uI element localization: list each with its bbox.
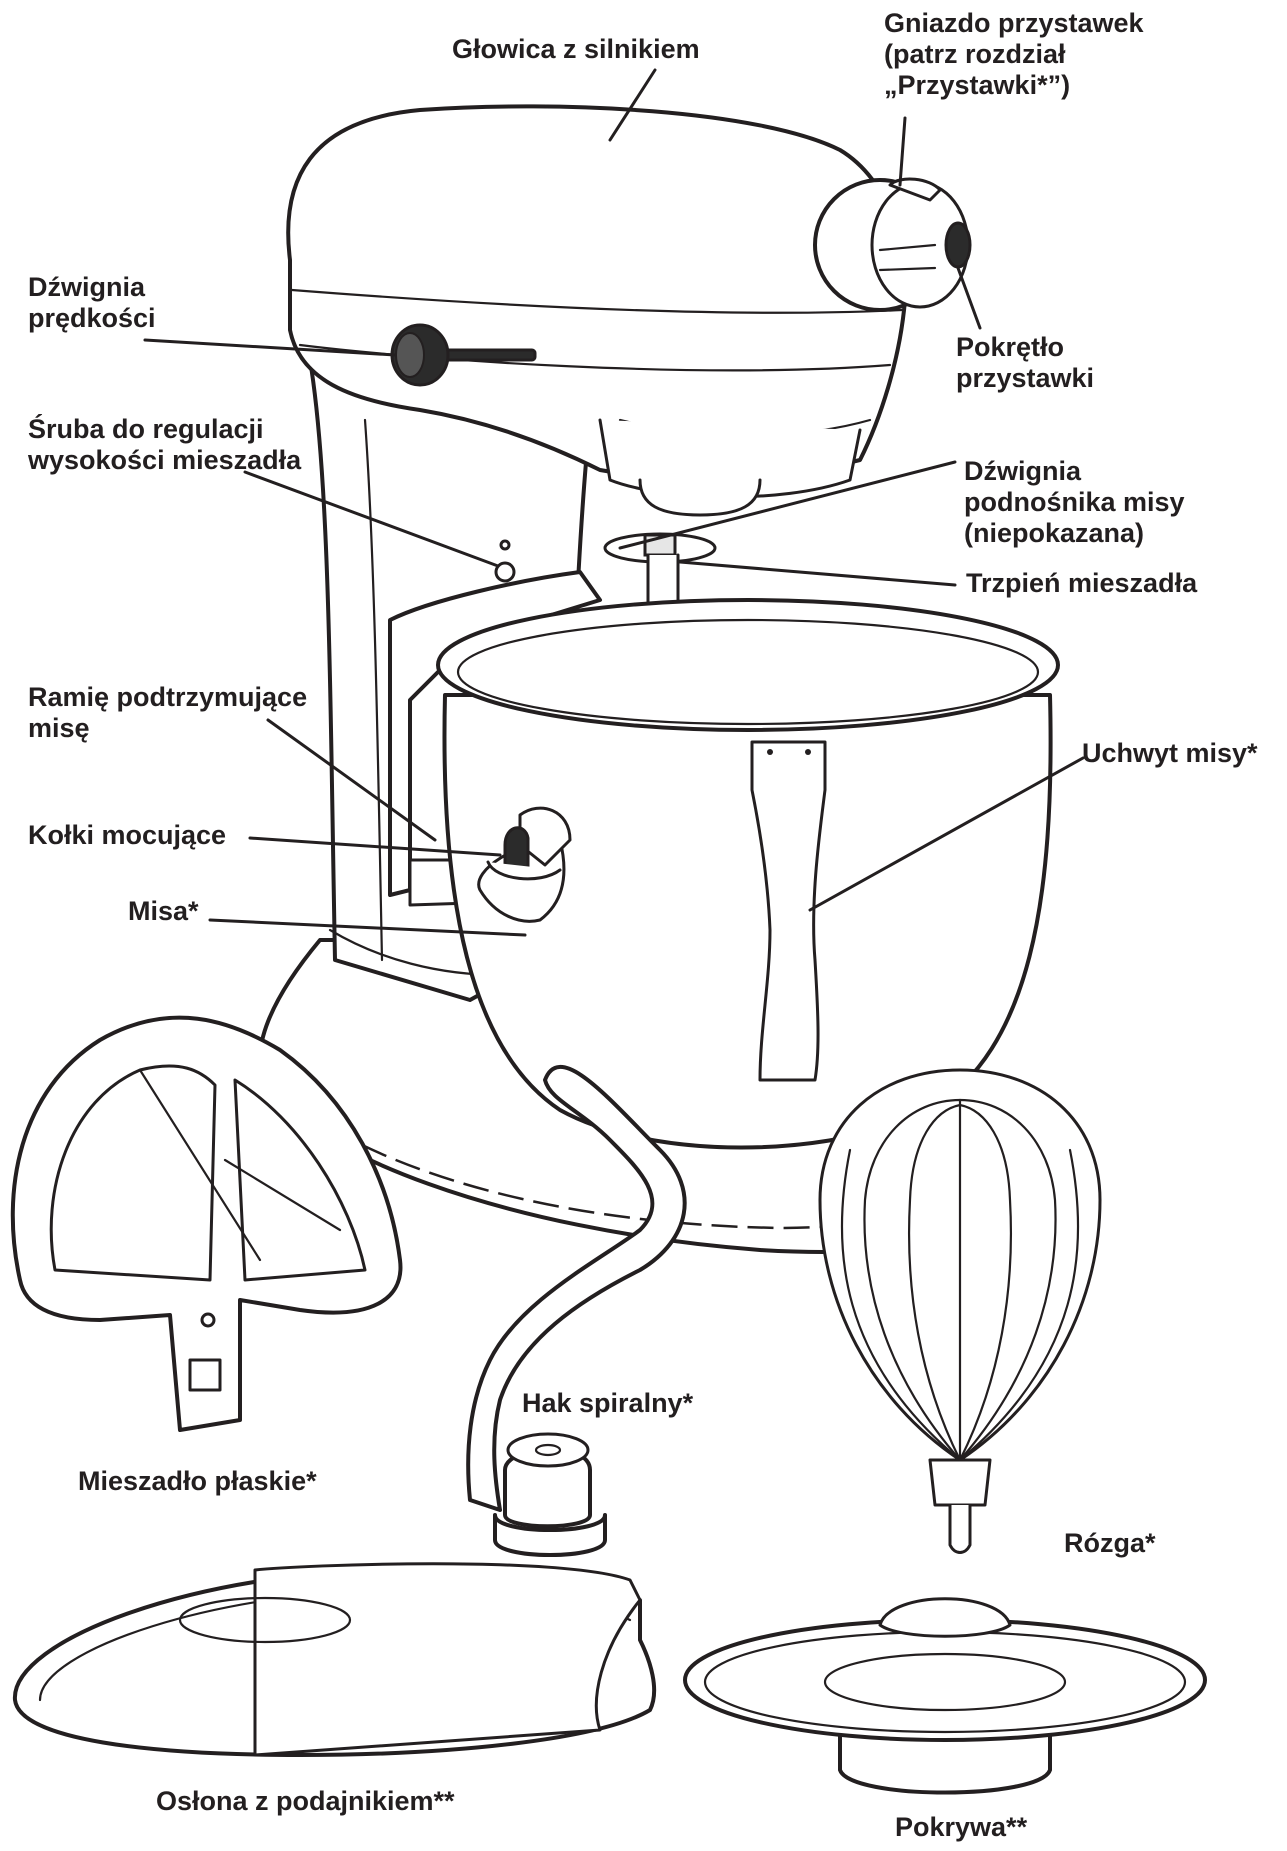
- label-locating-pins: Kołki mocujące: [28, 820, 227, 850]
- label-wire-whip: Rózga*: [1064, 1528, 1156, 1558]
- leader-bowl-support: [266, 718, 437, 842]
- leader-lines: [143, 68, 1085, 937]
- label-bowl-lift-lever: Dźwignia podnośnika misy (niepokazana): [964, 456, 1185, 548]
- dough-hook-shape: [466, 1064, 687, 1557]
- attachment-hub-shape: [813, 177, 970, 312]
- bowl-cover-shape: [683, 1597, 1207, 1795]
- leader-bowl: [208, 918, 527, 937]
- label-beater-height-screw: Śruba do regulacji wysokości mieszadła: [28, 414, 302, 475]
- label-pouring-shield: Osłona z podajnikiem**: [156, 1786, 455, 1816]
- leader-height-screw: [243, 470, 500, 568]
- speed-lever-knob-shape: [390, 323, 450, 387]
- label-hub-knob: Pokrętło przystawki: [956, 332, 1095, 393]
- label-attachment-hub: Gniazdo przystawek (patrz rozdział „Przy…: [884, 8, 1144, 100]
- leader-bowl-lift-lever: [618, 460, 957, 550]
- bowl-shape: [436, 598, 1060, 1150]
- motor-head: [286, 104, 908, 517]
- leader-locating-pins: [248, 836, 502, 857]
- leader-attachment-hub: [898, 116, 907, 187]
- leader-speed-lever: [143, 338, 397, 357]
- leader-motor-head: [608, 68, 657, 142]
- label-motor-head: Głowica z silnikiem: [452, 34, 700, 64]
- label-bowl-support: Ramię podtrzymujące misę: [28, 682, 308, 743]
- leader-bowl-handle: [808, 756, 1085, 912]
- hub-knob-shape: [944, 221, 972, 269]
- label-dough-hook: Hak spiralny*: [522, 1388, 694, 1418]
- label-bowl: Misa*: [128, 896, 199, 926]
- label-speed-lever: Dźwignia prędkości: [28, 272, 156, 333]
- label-flat-beater: Mieszadło płaskie*: [78, 1466, 317, 1496]
- flat-beater-shape: [10, 1015, 403, 1432]
- leader-hub-knob: [956, 266, 982, 330]
- leader-beater-shaft: [678, 560, 957, 587]
- pouring-shield-shape: [12, 1562, 657, 1757]
- label-bowl-cover: Pokrywa**: [895, 1812, 1028, 1842]
- wire-whip-shape: [818, 1068, 1102, 1554]
- label-beater-shaft: Trzpień mieszadła: [966, 568, 1198, 598]
- label-bowl-handle: Uchwyt misy*: [1082, 738, 1258, 768]
- height-screw-shape: [494, 539, 516, 583]
